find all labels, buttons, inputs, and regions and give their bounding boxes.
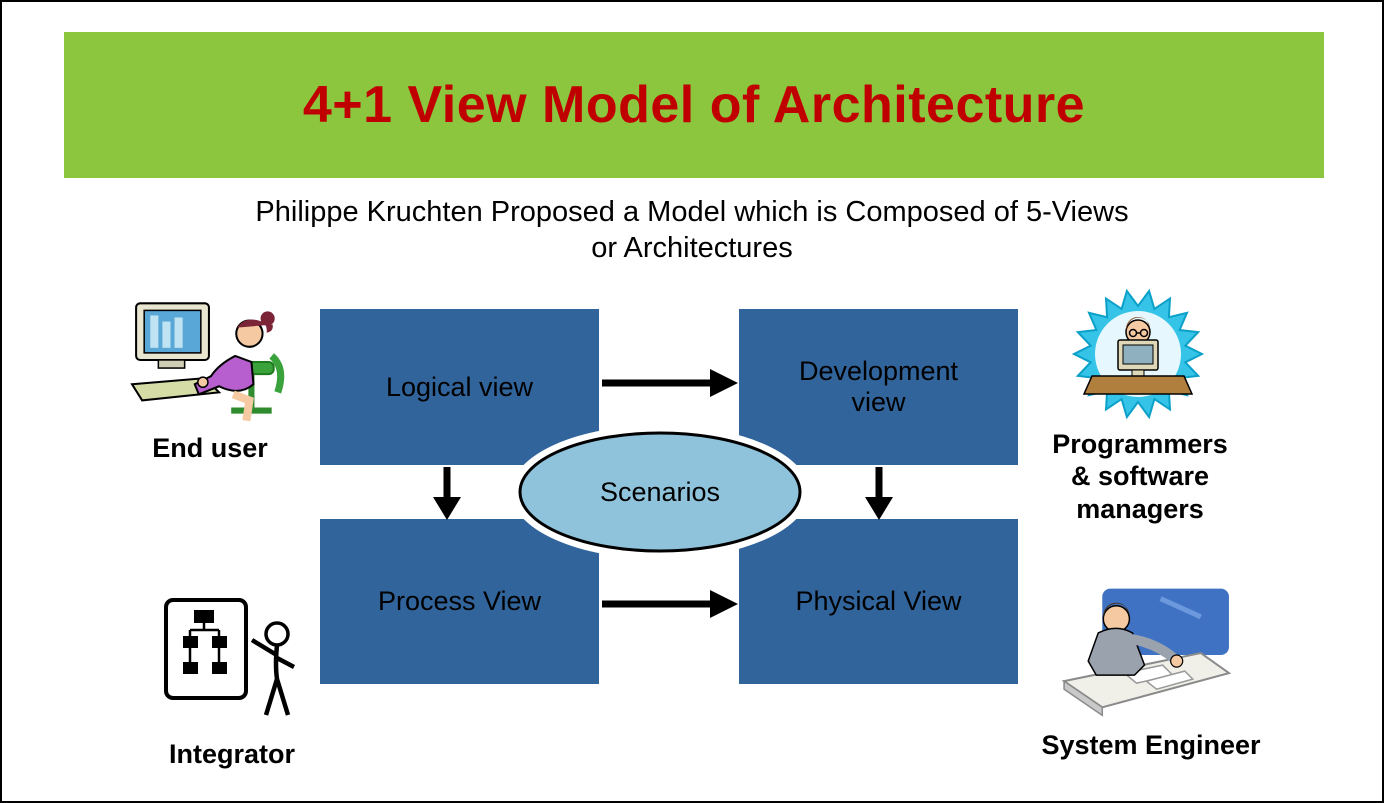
box-development-view-label: Development view (798, 356, 959, 417)
integrator-flowchart-icon (160, 595, 310, 732)
subtitle-line-1: Philippe Kruchten Proposed a Model which… (255, 196, 1129, 228)
programmer-starburst-icon (1058, 286, 1218, 422)
subtitle-line-2: or Architectures (591, 232, 793, 265)
system-engineer-label: System Engineer (1041, 730, 1261, 760)
box-process-view-label: Process View (377, 586, 542, 616)
integrator-label: Integrator (168, 739, 295, 769)
title-banner: 4+1 View Model of Architecture (64, 32, 1324, 178)
box-physical-view-label: Physical View (795, 586, 962, 616)
box-process-view: Process View (320, 519, 599, 684)
arrow-logical-to-development (602, 369, 738, 397)
arrow-logical-to-process (433, 467, 461, 520)
system-engineer-workstation-icon (1050, 580, 1236, 722)
end-user-label: End user (152, 433, 268, 463)
arrow-development-to-physical (865, 467, 893, 520)
arrow-process-to-physical (602, 590, 738, 618)
scenarios-ellipse: Scenarios (510, 424, 810, 560)
box-physical-view: Physical View (739, 519, 1018, 684)
end-user-at-computer-icon (128, 297, 300, 429)
scenarios-label: Scenarios (599, 476, 721, 507)
page-title: 4+1 View Model of Architecture (302, 76, 1086, 134)
box-logical-view-label: Logical view (385, 371, 534, 402)
programmers-label: Programmers & software managers (1052, 429, 1228, 524)
box-development-view: Development view (739, 309, 1018, 465)
subtitle: Philippe Kruchten Proposed a Model which… (2, 194, 1382, 267)
box-logical-view: Logical view (320, 309, 599, 465)
